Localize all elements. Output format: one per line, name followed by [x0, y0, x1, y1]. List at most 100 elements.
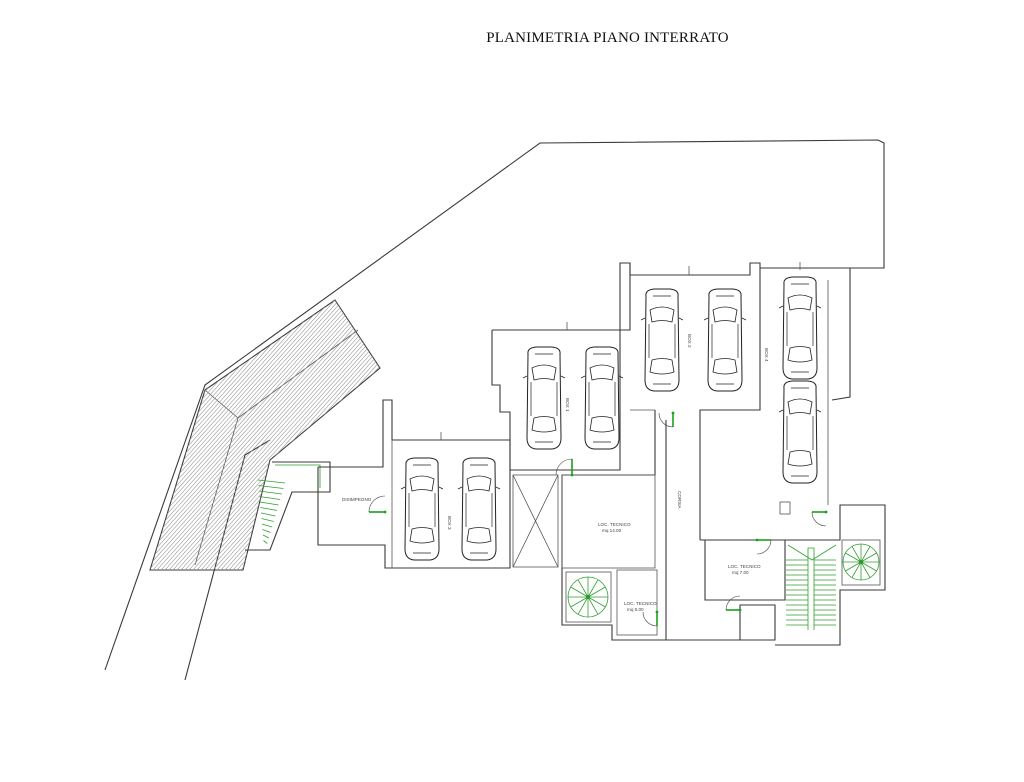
- stair-stringer: [807, 547, 815, 630]
- door-hinge: [383, 510, 387, 514]
- car-icon: [522, 346, 566, 450]
- stair-step: [258, 490, 282, 495]
- label-corridoio: CORSIA: [677, 491, 682, 510]
- spiral-step: [577, 579, 589, 598]
- spiral-step: [570, 596, 589, 608]
- door-swing-arc: [368, 495, 386, 513]
- hatch-line: [150, 300, 265, 570]
- stair-step: [257, 479, 286, 484]
- stair-step: [260, 507, 278, 511]
- hatch-line: [150, 300, 289, 570]
- door-hinge: [570, 473, 574, 477]
- hatch-line: [150, 300, 281, 570]
- hatch-line: [231, 300, 380, 570]
- car-icon: [703, 288, 747, 392]
- hatch-line: [150, 300, 329, 570]
- hatch-line: [150, 300, 345, 570]
- car-icon: [778, 276, 822, 380]
- spiral-step: [577, 596, 589, 615]
- spiral-step: [851, 561, 862, 578]
- room-loc-tecnico-1: LOC. TECNICO mq 14.00: [561, 474, 656, 569]
- stair-step: [261, 523, 273, 528]
- room-box-3: BOX 3: [400, 457, 501, 561]
- hatch-line: [239, 300, 380, 570]
- hatch-line: [223, 300, 380, 570]
- hatch-line: [167, 300, 380, 570]
- hatch-line: [150, 300, 285, 570]
- label-disimpegno: DISIMPEGNO: [342, 497, 372, 502]
- hatch-line: [150, 300, 380, 570]
- spiral-step: [845, 552, 862, 563]
- label-loc-tecnico-1-area: mq 14.00: [602, 528, 622, 533]
- hatch-line: [150, 300, 380, 570]
- spiral-step: [860, 561, 877, 572]
- spiral-step: [860, 561, 871, 578]
- hatch-line: [171, 300, 380, 570]
- hatch-line: [150, 300, 373, 570]
- hatch-line: [227, 300, 380, 570]
- label-loc-tecnico-3-area: mq 7.00: [732, 570, 749, 575]
- label-box-3: BOX 3: [447, 516, 452, 530]
- door-swing-arc: [811, 511, 827, 527]
- spiral-step: [587, 579, 599, 598]
- hatch-line: [150, 300, 217, 570]
- hatch-line: [150, 300, 241, 570]
- hatch-line: [150, 300, 349, 570]
- stair-step: [259, 496, 281, 500]
- right-staircase: [775, 504, 886, 646]
- hatch-line: [150, 300, 213, 570]
- stair-step: [262, 529, 271, 533]
- spiral-step: [845, 561, 862, 572]
- hatch-line: [150, 300, 181, 570]
- hatch-line: [150, 300, 269, 570]
- room-loc-tecnico-2: LOC. TECNICO mq 5.00: [616, 569, 658, 636]
- spiral-step: [587, 596, 606, 608]
- door-hinge: [824, 510, 828, 514]
- hatch-line: [175, 300, 380, 570]
- site-boundary: [104, 139, 885, 681]
- door-swing-arc: [658, 412, 674, 428]
- stair-landing: [275, 464, 321, 488]
- hatch-line: [150, 300, 380, 570]
- spiral-step: [860, 552, 877, 563]
- hatch-line: [150, 300, 380, 570]
- label-loc-tecnico-2: LOC. TECNICO: [624, 601, 657, 606]
- hatch-line: [150, 300, 209, 570]
- label-box-1: BOX 1: [565, 398, 570, 412]
- hatch-line: [150, 300, 321, 570]
- hatch-line: [150, 300, 261, 570]
- hatch-line: [150, 300, 313, 570]
- label-loc-tecnico-3: LOC. TECNICO: [728, 564, 761, 569]
- room-box-2: BOX 2: [620, 262, 761, 540]
- hatch-line: [150, 300, 277, 570]
- door-swing-arc: [725, 595, 741, 611]
- spiral-step: [570, 586, 589, 598]
- room-box-4: BOX 4: [760, 267, 850, 515]
- doors: [368, 411, 828, 627]
- hatch-line: [163, 300, 380, 570]
- hatch-line: [150, 300, 293, 570]
- hatch-line: [159, 300, 380, 570]
- tick-marks: [440, 262, 801, 440]
- hatch-line: [150, 300, 185, 570]
- hatch-line: [150, 300, 380, 570]
- hatch-line: [150, 300, 233, 570]
- hatch-line: [150, 300, 305, 570]
- stair-step: [260, 512, 276, 517]
- stair-step: [263, 540, 268, 544]
- door-swing-arc: [756, 539, 772, 555]
- hatch-line: [150, 300, 201, 570]
- hatch-line: [150, 300, 309, 570]
- plan-title: PLANIMETRIA PIANO INTERRATO: [486, 30, 729, 46]
- hatch-line: [150, 300, 380, 570]
- spiral-step: [851, 546, 862, 563]
- hatch-line: [150, 300, 225, 570]
- car-icon: [640, 288, 684, 392]
- hatch-line: [150, 300, 361, 570]
- hatch-line: [150, 300, 297, 570]
- door-hinge: [655, 610, 659, 614]
- door-swing-arc: [555, 458, 573, 476]
- car-icon: [778, 380, 822, 484]
- label-loc-tecnico-2-area: mq 5.00: [627, 607, 644, 612]
- door-hinge: [738, 608, 742, 612]
